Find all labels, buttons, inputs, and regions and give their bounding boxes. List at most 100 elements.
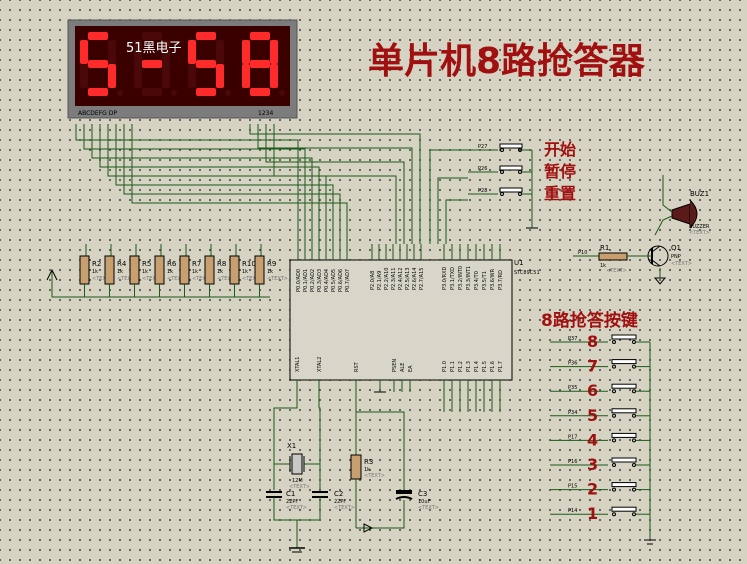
crystal-text: <TEXT> [289, 484, 310, 490]
control-button-3[interactable]: P28 重置 [468, 184, 576, 203]
segment-b [162, 40, 170, 64]
key-number: 5 [587, 406, 598, 425]
resistor-ref: R2 [92, 260, 101, 268]
pin-rst: RST [354, 361, 360, 372]
key-pin-label: P36 [568, 361, 577, 367]
key-pin-label: P16 [568, 459, 577, 465]
c1-ref: C1 [286, 490, 295, 498]
segment-b [108, 40, 116, 64]
key-pin-label: P35 [568, 385, 577, 391]
pin-p3-6: P3.6/WR [490, 268, 496, 290]
resistor-ref: R6 [167, 260, 177, 268]
digit-1 [80, 32, 123, 96]
transistor-text: <TEXT> [671, 261, 692, 267]
buzzer-text: <TEXT> [689, 230, 710, 236]
key-pin-label: P17 [568, 434, 577, 440]
resistor-text: <TEXT> [117, 276, 138, 282]
button-cap [499, 187, 523, 193]
digit-3 [188, 32, 231, 96]
wire [99, 124, 320, 244]
segment-a [142, 32, 162, 40]
segment-f [80, 40, 88, 64]
clock-reset-circuit[interactable]: X1 12M <TEXT> C1 22PF <TEXT> C2 22PF <TE… [266, 380, 439, 553]
wire [257, 124, 413, 244]
control-label: 重置 [544, 184, 576, 203]
resistor-text: <TEXT> [192, 276, 213, 282]
wire [429, 149, 468, 244]
wire [115, 124, 334, 244]
r1-ref: R1 [600, 244, 609, 252]
pin-p1-5: P1.5 [482, 361, 488, 372]
digit-4 [242, 32, 285, 96]
button-cap [611, 359, 637, 365]
segment-c [162, 64, 170, 88]
segment-g [142, 60, 162, 68]
pin-p1-4: P1.4 [474, 361, 480, 372]
seven-segment-display[interactable]: 51黑电子 ABCDEFG DP 1234 [67, 19, 298, 119]
resistor-ref: R10 [242, 260, 256, 268]
answer-key-3[interactable]: P16 3 [550, 455, 650, 474]
pin-p2-7: P2.7/A15 [419, 268, 425, 290]
buzzer-circuit[interactable]: BUZ1 BUZZER <TEXT> Q1 PNP <TEXT> R1 1k <… [573, 175, 710, 285]
resistor-text: <TEXT> [217, 276, 238, 282]
segment-a [88, 32, 108, 40]
segment-b [216, 40, 224, 64]
segment-e [188, 64, 196, 88]
pin-p3-2: P3.2/INT0 [458, 266, 464, 290]
segment-d [88, 88, 108, 96]
wire [249, 124, 421, 244]
wire [437, 177, 468, 244]
answer-key-8[interactable]: P37 8 [550, 332, 650, 351]
segment-f [242, 40, 250, 64]
digit-2 [134, 32, 177, 96]
buzzer-value: BUZZER [689, 224, 710, 230]
key-pin-label: P37 [568, 336, 577, 342]
resistor-value: 1k [117, 269, 123, 275]
pin-p2-4: P2.4/A12 [398, 268, 404, 290]
segment-c [270, 64, 278, 88]
control-pin-label: P28 [478, 188, 487, 194]
segment-e [80, 64, 88, 88]
pin-p2-6: P2.6/A14 [412, 268, 418, 290]
button-cap [611, 383, 637, 389]
key-number: 8 [587, 332, 598, 351]
display-overlay-text: 51黑电子 [126, 41, 182, 56]
resistor-ref: R4 [117, 260, 127, 268]
r1-text: <TEXT> [606, 268, 627, 274]
button-cap [611, 334, 637, 340]
control-label: 暂停 [544, 162, 576, 181]
pin-p0-0: P0.0/AD0 [296, 269, 302, 292]
button-cap [611, 482, 637, 488]
resistor-value: 1k [192, 269, 198, 275]
segment-a [196, 32, 216, 40]
pin-p1-2: P1.2 [458, 361, 464, 372]
resistor-value: 1k [267, 269, 273, 275]
key-number: 3 [587, 455, 598, 474]
r1-value: 1k [600, 263, 606, 269]
c1-value: 22PF [286, 499, 298, 505]
pin-p0-4: P0.4/AD4 [324, 269, 330, 292]
segment-g [250, 60, 270, 68]
resistor-value: 1k [217, 269, 223, 275]
segment-dp [117, 90, 123, 96]
button-cap [499, 165, 523, 171]
pin-ale: ALE [400, 363, 406, 372]
button-cap [611, 506, 637, 512]
